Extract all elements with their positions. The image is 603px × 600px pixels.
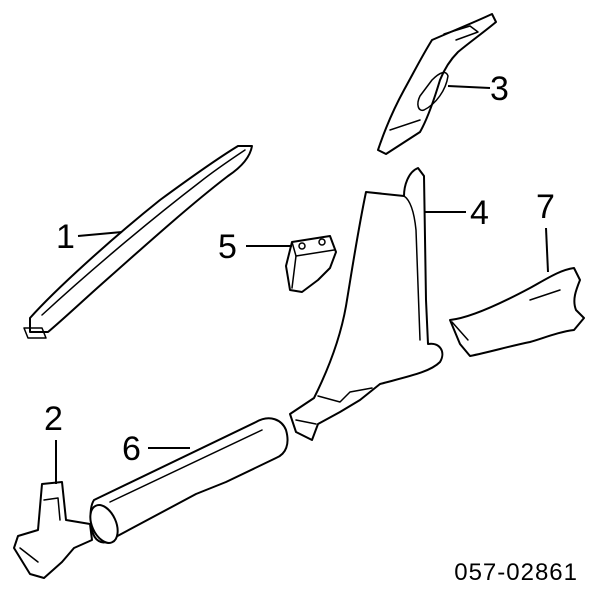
callout-6: 6 bbox=[122, 430, 141, 468]
callout-labels: 1 2 3 4 5 6 7 bbox=[44, 70, 555, 468]
callout-4: 4 bbox=[470, 194, 489, 232]
callout-2: 2 bbox=[44, 400, 63, 438]
part-2-kick-panel bbox=[13, 481, 93, 579]
leader-7 bbox=[545, 227, 549, 273]
leader-1 bbox=[77, 231, 123, 237]
callout-1: 1 bbox=[56, 218, 75, 256]
part-7-rear-trim bbox=[449, 267, 585, 357]
part-4-center-pillar bbox=[289, 167, 444, 441]
part-5-bracket bbox=[285, 235, 337, 293]
reference-number: 057-02861 bbox=[454, 559, 578, 586]
callout-5: 5 bbox=[218, 228, 237, 266]
part-6-sill-plate bbox=[89, 417, 289, 544]
leader-lines bbox=[55, 85, 549, 484]
leader-3 bbox=[447, 85, 491, 89]
part-1-pillar-trim bbox=[23, 145, 253, 339]
callout-7: 7 bbox=[536, 188, 555, 226]
part-3-upper-pillar bbox=[377, 13, 497, 155]
callout-3: 3 bbox=[490, 70, 509, 108]
